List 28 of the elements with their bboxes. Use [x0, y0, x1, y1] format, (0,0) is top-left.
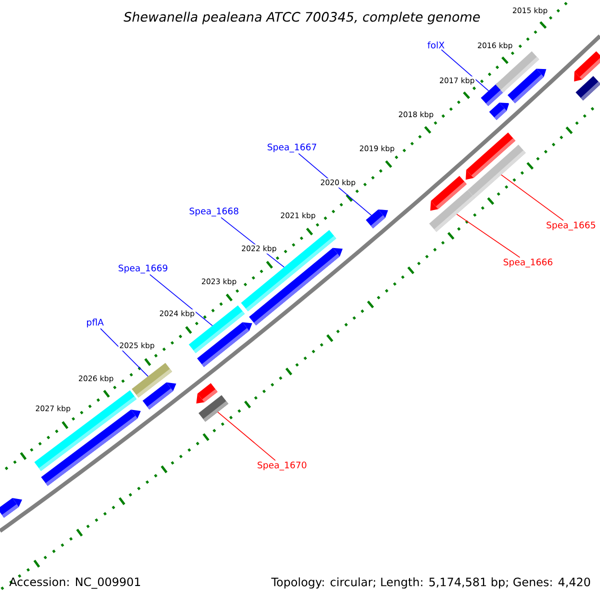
gene-label: Spea_1669 [118, 264, 168, 274]
gene-block [0, 498, 22, 518]
leader-line [217, 412, 276, 461]
gene-block [366, 209, 388, 228]
gene-bar [576, 76, 600, 100]
gene-label: Spea_1668 [190, 208, 238, 216]
gene-label: Spea_1670 [258, 462, 306, 470]
gene-label: pflA [87, 318, 104, 328]
footer-text: Topology: circular; Length: 5,174,581 bp; Genes: 4,420 [271, 577, 590, 589]
gene-block [196, 383, 218, 404]
gene-label: Spea_1666 [504, 258, 552, 268]
gene-block [430, 176, 467, 211]
gene-block [142, 382, 176, 410]
footer-text: Accession: NC_009901 [9, 577, 140, 589]
gene-block [466, 132, 516, 180]
title: Shewanella pealeana ATCC 700345, complete genome [124, 12, 480, 24]
gene-block [508, 68, 546, 104]
leader-line [149, 274, 213, 326]
leader-line [440, 49, 489, 92]
gene-block [489, 102, 510, 120]
gene-label: Spea_1667 [268, 144, 316, 152]
gene-block [574, 51, 600, 82]
gene-block [197, 322, 252, 367]
leader-line [500, 174, 564, 221]
gene-label: folX [428, 42, 444, 48]
gene-label: Spea_1665 [546, 222, 596, 230]
leader-line [100, 328, 148, 377]
leader-line [456, 214, 520, 258]
